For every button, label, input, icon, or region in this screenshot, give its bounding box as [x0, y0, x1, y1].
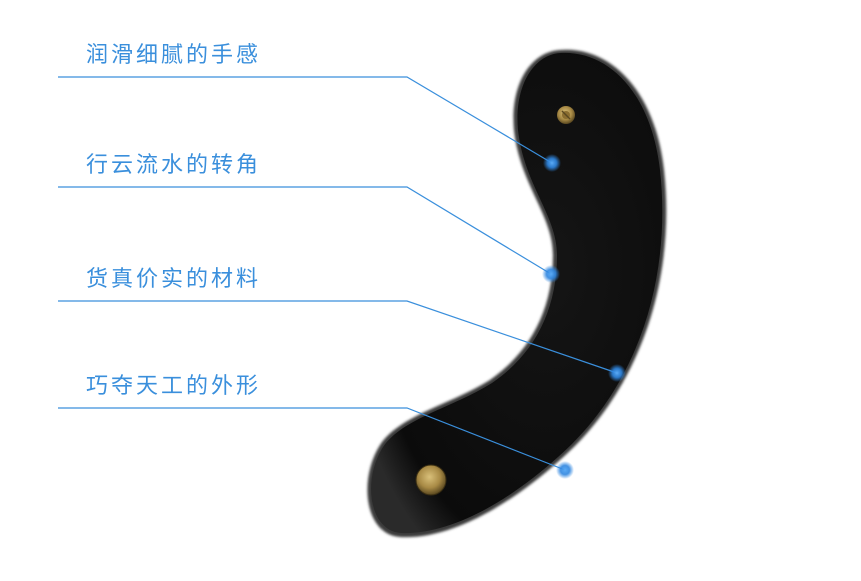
feature-label-shape: 巧夺天工的外形 [86, 374, 262, 399]
bottom-screw-icon [415, 464, 447, 496]
callout-line-3 [58, 300, 626, 382]
feature-label-material: 货真价实的材料 [86, 267, 262, 292]
callout-line-4 [58, 407, 574, 479]
callout-line-2 [58, 186, 560, 283]
callout-line-1 [58, 76, 561, 172]
feature-label-feel: 润滑细腻的手感 [86, 43, 262, 68]
top-screw-icon [557, 106, 575, 124]
feature-label-corner: 行云流水的转角 [86, 153, 262, 178]
handle-body [367, 49, 667, 538]
